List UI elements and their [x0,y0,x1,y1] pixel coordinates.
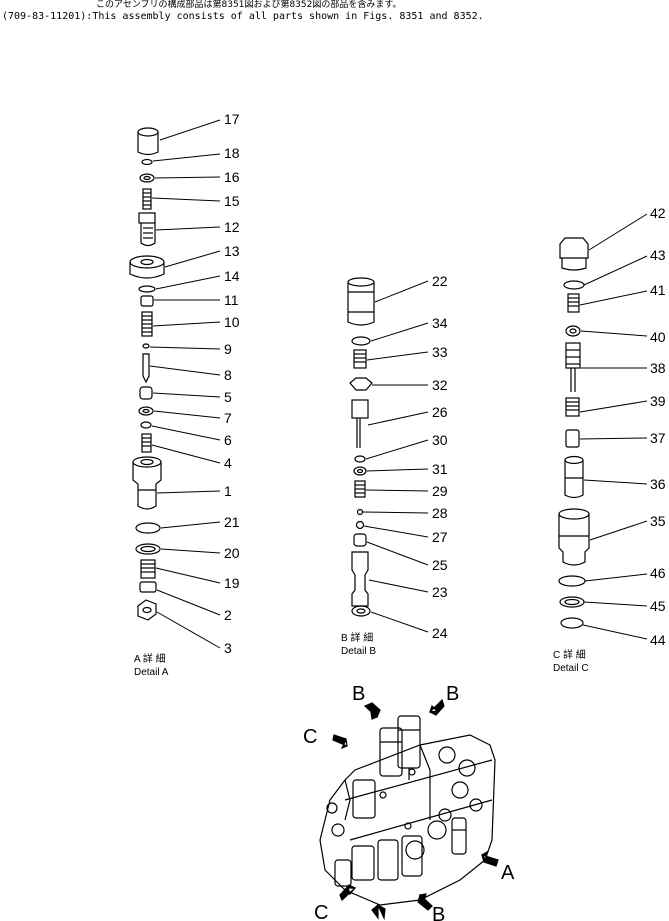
part-number: 25 [432,557,448,573]
part-number: 24 [432,625,448,641]
detail-b-jp-label: B 詳 細 [341,631,373,644]
part-number: 20 [224,545,240,561]
part-number: 43 [650,247,666,263]
part-number: 13 [224,243,240,259]
header-japanese-note: このアセンブリの構成部品は第8351図および第8352図の部品を含みます。 [96,0,402,10]
part-number: 5 [224,389,232,405]
part-number: 28 [432,505,448,521]
part-number: 37 [650,430,666,446]
callout-letter-b: B [352,683,365,705]
assembly-description: :This assembly consists of all parts sho… [86,11,484,22]
detail-b-parts [347,277,375,617]
part-number: 26 [432,404,448,420]
callout-letter-c: C [314,902,328,921]
part-number: 27 [432,529,448,545]
part-number: 35 [650,513,666,529]
part-number-labels: 17 18 16 15 12 13 14 11 10 9 8 5 7 6 4 1… [224,111,666,656]
callout-letter-b: B [446,683,459,705]
part-number: 30 [432,432,448,448]
part-number: 36 [650,476,666,492]
part-number: 10 [224,314,240,330]
detail-c-parts [558,237,590,629]
part-number: 12 [224,219,240,235]
part-number: 6 [224,432,232,448]
assembly-code: (709-83-11201) [2,11,87,22]
part-number: 44 [650,632,666,648]
part-number: 21 [224,514,240,530]
part-number: 9 [224,341,232,357]
detail-a-parts [129,127,165,621]
part-number: 7 [224,410,232,426]
callout-letter-b: B [432,904,445,921]
part-number: 33 [432,344,448,360]
part-number: 8 [224,367,232,383]
part-number: 23 [432,584,448,600]
part-number: 1 [224,483,232,499]
part-number: 2 [224,607,232,623]
part-number: 34 [432,315,448,331]
header-english-note: (709-83-11201):This assembly consists of… [2,11,484,22]
detail-c-label: Detail C [553,663,589,674]
part-number: 45 [650,598,666,614]
part-number: 14 [224,268,240,284]
part-number: 38 [650,360,666,376]
assembly-arrows [332,698,499,921]
detail-c-jp-label: C 詳 細 [553,648,586,661]
detail-a-jp-label: A 詳 細 [134,652,166,665]
part-number: 19 [224,575,240,591]
part-number: 41 [650,282,666,298]
part-number: 42 [650,205,666,221]
part-number: 31 [432,461,448,477]
callout-letter-c: C [303,726,317,748]
part-number: 40 [650,329,666,345]
detail-a-label: Detail A [134,667,169,678]
part-number: 3 [224,640,232,656]
part-number: 32 [432,377,448,393]
part-number: 11 [224,292,239,308]
callout-letter-a: A [501,862,515,884]
assembly-callout-letters: B B C A C B [303,683,515,921]
part-number: 18 [224,145,240,161]
detail-b-label: Detail B [341,646,376,657]
part-number: 16 [224,169,240,185]
part-number: 39 [650,393,666,409]
part-number: 46 [650,565,666,581]
part-number: 15 [224,193,240,209]
part-number: 22 [432,273,448,289]
part-number: 29 [432,483,448,499]
part-number: 17 [224,111,240,127]
valve-assembly [319,715,496,906]
part-number: 4 [224,455,232,471]
detail-captions: A 詳 細 Detail A B 詳 細 Detail B C 詳 細 Deta… [134,631,589,678]
leader-lines [149,119,648,649]
